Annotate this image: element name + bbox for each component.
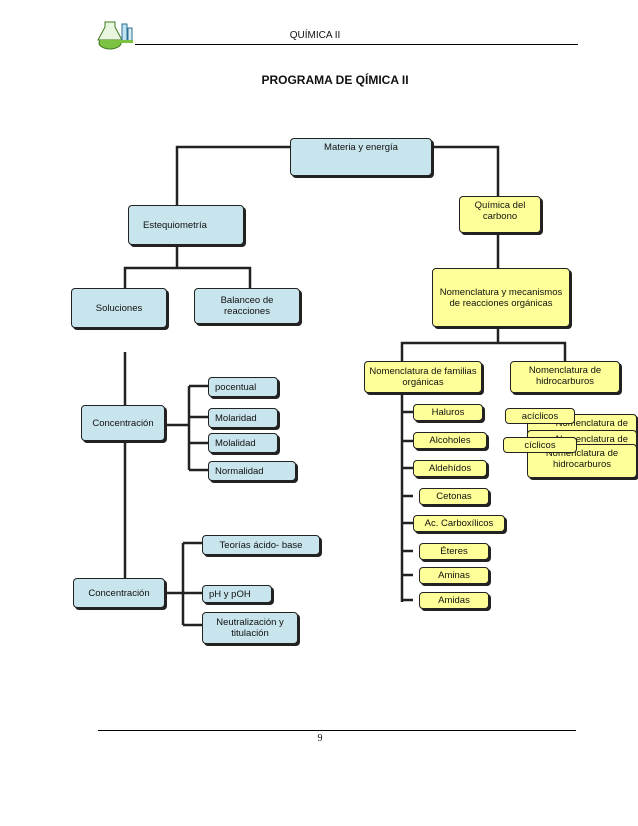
node-materia-energia: Materia y energía bbox=[290, 138, 432, 176]
node-aldehidos: Aldehídos bbox=[413, 460, 487, 477]
node-normalidad: Normalidad bbox=[208, 461, 296, 481]
node-cetonas: Cetonas bbox=[419, 488, 489, 505]
node-ciclicos: cíclicos bbox=[503, 437, 577, 453]
chemistry-lab-flask-icon bbox=[96, 18, 136, 52]
node-ph-poh: pH y pOH bbox=[202, 585, 272, 603]
node-quimica-carbono: Química del carbono bbox=[459, 196, 541, 233]
node-teorias-acido-base: Teorías ácido- base bbox=[202, 535, 320, 555]
node-aminas: Aminas bbox=[419, 567, 489, 584]
node-soluciones: Soluciones bbox=[71, 288, 167, 328]
node-amidas: Amidas bbox=[419, 592, 489, 609]
footer-divider bbox=[98, 730, 576, 731]
page-number: 9 bbox=[317, 733, 323, 744]
node-aciclicos: acíclicos bbox=[505, 408, 575, 424]
node-molalidad: Molalidad bbox=[208, 433, 278, 453]
node-nom-hidrocarburos: Nomenclatura de hidrocarburos bbox=[510, 361, 620, 393]
node-alcoholes: Alcoholes bbox=[413, 432, 487, 449]
node-concentracion-2: Concentración bbox=[73, 578, 165, 608]
header-divider bbox=[135, 44, 578, 45]
header-title: QUÍMICA II bbox=[289, 30, 341, 41]
node-molaridad: Molaridad bbox=[208, 408, 278, 428]
node-balanceo-reacciones: Balanceo de reacciones bbox=[194, 288, 300, 324]
document-title: PROGRAMA DE QÍMICA II bbox=[261, 73, 409, 87]
node-eteres: Éteres bbox=[419, 543, 489, 560]
node-estequiometria: Estequiometría bbox=[128, 205, 244, 245]
node-neutralizacion: Neutralización y titulación bbox=[202, 612, 298, 644]
node-concentracion-1: Concentración bbox=[81, 405, 165, 441]
node-nomenclatura-mecanismos: Nomenclatura y mecanismos de reacciones … bbox=[432, 268, 570, 327]
node-pocentual: pocentual bbox=[208, 377, 278, 397]
node-haluros: Haluros bbox=[413, 404, 483, 421]
node-ac-carboxilicos: Ac. Carboxílicos bbox=[413, 515, 505, 532]
node-nom-familias-organicas: Nomenclatura de familias orgánicas bbox=[364, 361, 482, 393]
